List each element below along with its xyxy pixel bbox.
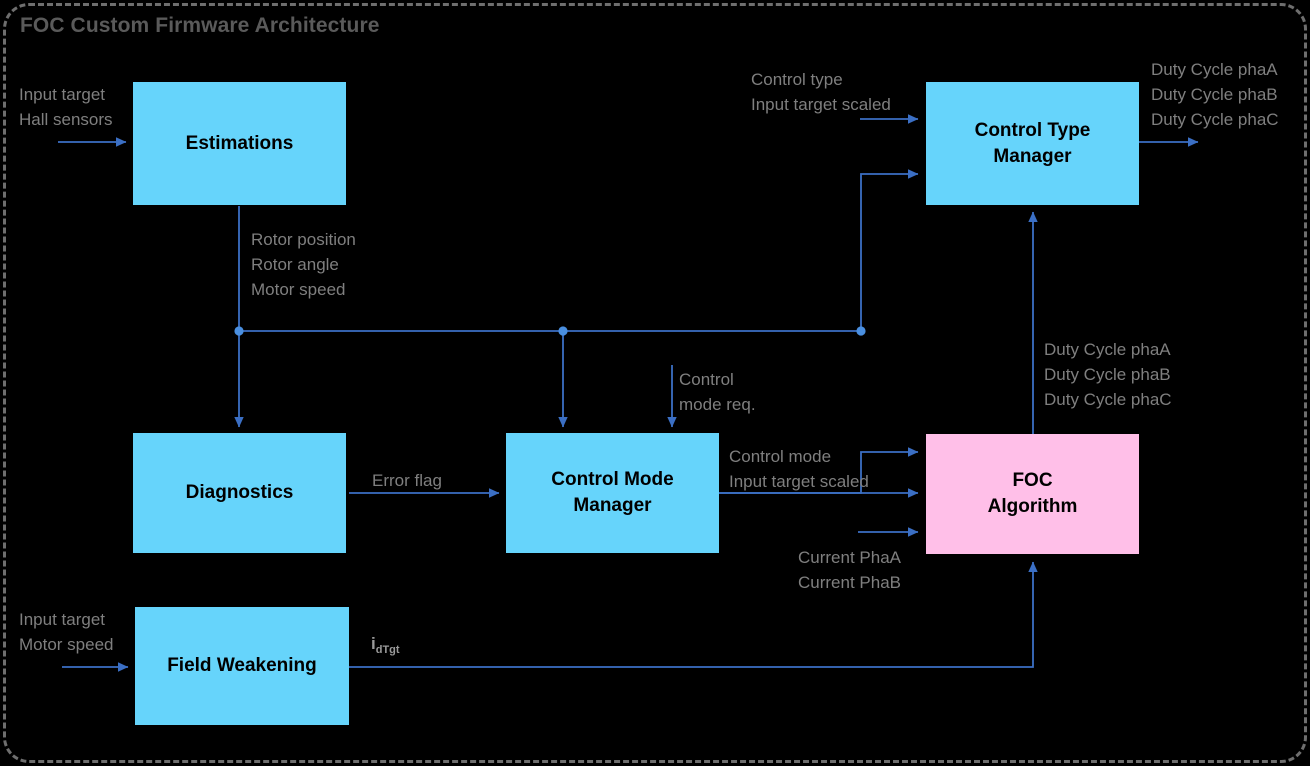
label-id-target: idTgt (371, 634, 400, 656)
label-control-mode-to-foc: Control mode Input target scaled (729, 444, 869, 494)
label-currents: Current PhaA Current PhaB (798, 545, 901, 595)
page-title: FOC Custom Firmware Architecture (20, 14, 380, 37)
label-estimations-input: Input target Hall sensors (19, 82, 113, 132)
label-duty-cycle-phaa: Duty Cycle phaA (1151, 60, 1278, 79)
junction-dot-control-type (856, 326, 866, 336)
label-rotor-angle: Rotor angle (251, 255, 339, 274)
label-field-weakening-input: Input target Motor speed (19, 607, 114, 657)
node-estimations-label: Estimations (185, 132, 294, 154)
node-estimations[interactable]: Estimations (133, 82, 346, 205)
node-foc-algorithm[interactable]: FOC Algorithm (926, 434, 1139, 554)
label-rotor-position: Rotor position (251, 230, 356, 249)
label-duty-cycle-phac: Duty Cycle phaC (1151, 110, 1279, 129)
node-control-mode-manager-label-line1: Control Mode (551, 469, 674, 491)
label-motor-speed: Motor speed (251, 280, 346, 299)
node-control-type-manager-label-line1: Control Type (974, 119, 1091, 141)
label-input-target-scaled: Input target scaled (751, 95, 891, 114)
label-control-mode-req-line2: mode req. (679, 395, 756, 414)
label-hall-sensors: Hall sensors (19, 110, 113, 129)
wire-bus-to-control-type (860, 169, 919, 331)
label-fw-input-target: Input target (19, 610, 106, 629)
node-diagnostics-label: Diagnostics (185, 482, 294, 504)
label-id-target-base: i (371, 634, 376, 653)
node-foc-algorithm-label-line2: Algorithm (987, 496, 1078, 517)
label-error-flag: Error flag (372, 468, 442, 493)
node-field-weakening-label: Field Weakening (167, 655, 317, 677)
junction-dot-control-mode (558, 326, 568, 336)
junction-dots (234, 326, 866, 336)
node-control-type-manager-label-line2: Manager (993, 145, 1072, 167)
node-control-mode-manager[interactable]: Control Mode Manager (506, 433, 719, 553)
label-current-phab: Current PhaB (798, 573, 901, 592)
label-foc-duty-cycle-phaa: Duty Cycle phaA (1044, 340, 1171, 359)
label-current-phaa: Current PhaA (798, 548, 901, 567)
wire-field-weakening-to-foc (349, 561, 1038, 668)
label-control-type-output: Duty Cycle phaA Duty Cycle phaB Duty Cyc… (1151, 57, 1279, 132)
label-control-mode-req-line1: Control (679, 370, 734, 389)
label-estimations-output: Rotor position Rotor angle Motor speed (251, 227, 356, 302)
label-foc-duty-cycle-phac: Duty Cycle phaC (1044, 390, 1172, 409)
label-error-flag-text: Error flag (372, 471, 442, 490)
label-duty-cycle-phab: Duty Cycle phaB (1151, 85, 1278, 104)
label-foc-duty-cycles: Duty Cycle phaA Duty Cycle phaB Duty Cyc… (1044, 337, 1172, 412)
node-control-mode-manager-label-line2: Manager (573, 495, 652, 516)
label-id-target-subscript: dTgt (375, 644, 400, 656)
label-control-type: Control type (751, 70, 843, 89)
label-input-target-scaled-foc: Input target scaled (729, 472, 869, 491)
label-control-mode: Control mode (729, 447, 832, 466)
label-fw-motor-speed: Motor speed (19, 635, 114, 654)
label-input-target: Input target (19, 85, 106, 104)
label-control-type-input: Control type Input target scaled (751, 67, 891, 117)
junction-dot-estimations (234, 326, 244, 336)
node-field-weakening[interactable]: Field Weakening (135, 607, 349, 725)
label-control-mode-req: Control mode req. (679, 367, 756, 417)
node-diagnostics[interactable]: Diagnostics (133, 433, 346, 553)
node-control-type-manager[interactable]: Control Type Manager (926, 82, 1139, 205)
label-foc-duty-cycle-phab: Duty Cycle phaB (1044, 365, 1171, 384)
node-foc-algorithm-label-line1: FOC (1012, 470, 1053, 492)
